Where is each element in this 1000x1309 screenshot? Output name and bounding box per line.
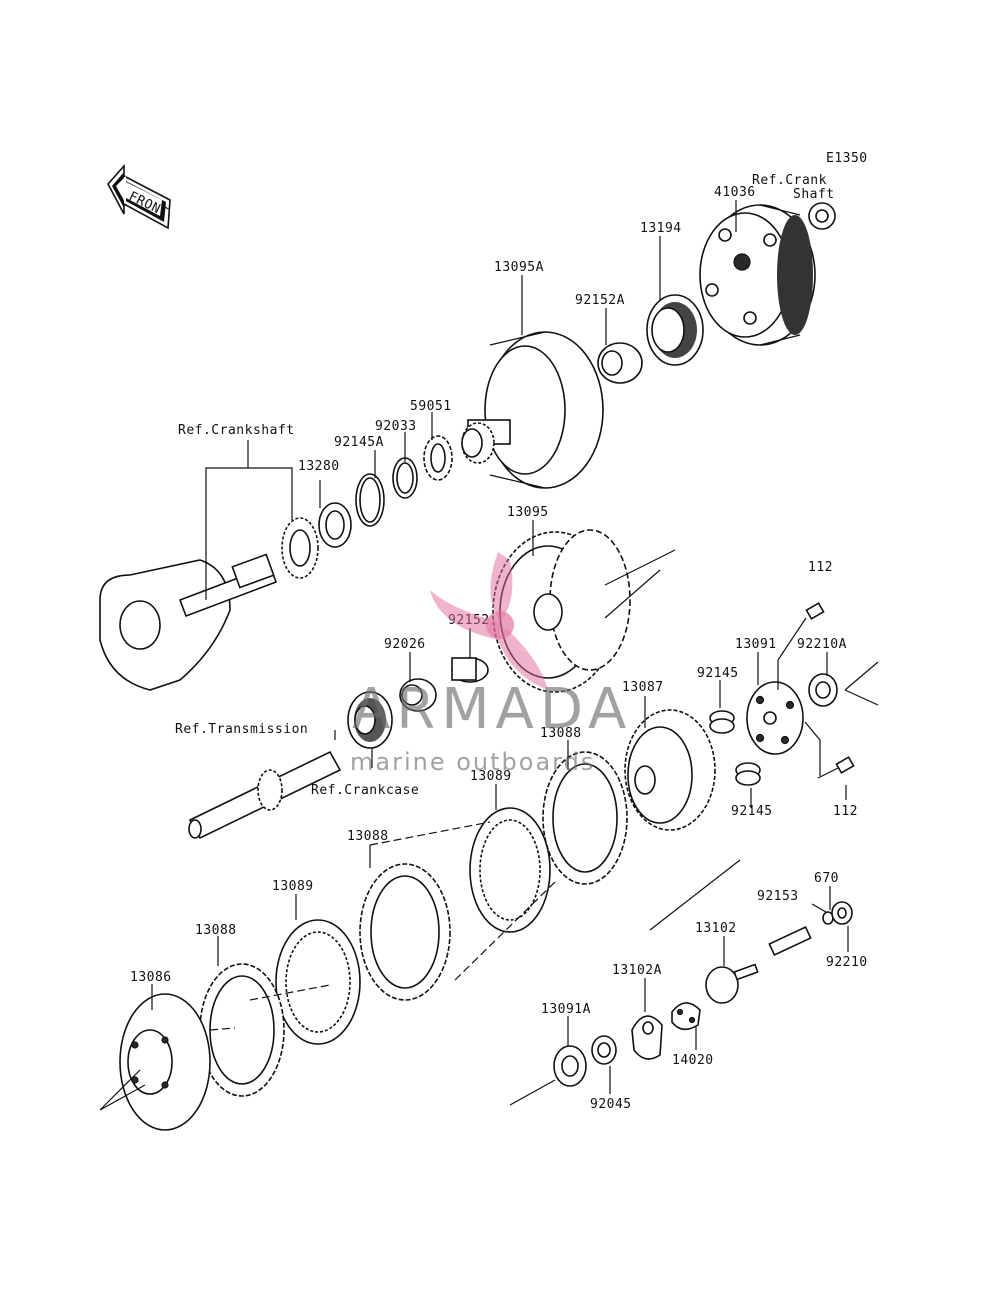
hub-guide <box>604 549 676 619</box>
label-13095: 13095 <box>507 505 549 520</box>
propeller-logo-icon <box>430 552 548 690</box>
base-guides <box>99 1069 146 1111</box>
part-92145a <box>392 457 418 499</box>
snap-ring <box>355 473 385 527</box>
label-ref-crank-shaft-1: Ref.Crank <box>752 173 827 188</box>
leader-lines <box>151 200 849 1094</box>
label-41036: 41036 <box>714 185 756 200</box>
part-13194 <box>646 294 704 366</box>
spring-top <box>709 710 735 734</box>
label-13091: 13091 <box>735 637 777 652</box>
part-59051 <box>461 422 495 464</box>
label-92033: 92033 <box>375 419 417 434</box>
label-13091a: 13091A <box>541 1002 591 1017</box>
label-ref-crankshaft: Ref.Crankshaft <box>178 423 295 438</box>
part-13089-a <box>469 807 551 933</box>
label-13089-b: 13089 <box>272 879 314 894</box>
part-13102 <box>705 963 759 1004</box>
label-92145-top: 92145 <box>697 666 739 681</box>
label-92145-bottom: 92145 <box>731 804 773 819</box>
label-ref-crankcase: Ref.Crankcase <box>311 783 419 798</box>
part-13095 <box>492 529 631 693</box>
part-13091a <box>553 1045 587 1087</box>
label-14020: 14020 <box>672 1053 714 1068</box>
crankshaft <box>99 553 278 691</box>
part-92033 <box>423 435 453 481</box>
crankshaft-ref-bracket <box>205 440 293 600</box>
part-92210a <box>808 673 838 707</box>
label-13088-b: 13088 <box>347 829 389 844</box>
label-13102a: 13102A <box>612 963 662 978</box>
part-14020 <box>671 1002 701 1031</box>
label-92210a: 92210A <box>797 637 847 652</box>
label-92210: 92210 <box>826 955 868 970</box>
part-13280 <box>318 502 352 548</box>
part-13089-b <box>275 919 361 1045</box>
label-13102: 13102 <box>695 921 737 936</box>
label-92045: 92045 <box>590 1097 632 1112</box>
label-ref-transmission: Ref.Transmission <box>175 722 308 737</box>
label-112-bottom: 112 <box>833 804 858 819</box>
part-13102a <box>631 1015 663 1060</box>
diagram-code: E1350 <box>826 151 868 166</box>
part-13087 <box>624 709 716 831</box>
label-13089-a: 13089 <box>470 769 512 784</box>
crank-nut <box>808 202 836 230</box>
spring-bottom <box>735 762 761 786</box>
label-13194: 13194 <box>640 221 682 236</box>
label-13095a: 13095A <box>494 260 544 275</box>
part-13086 <box>119 993 211 1131</box>
part-92026 <box>399 678 437 712</box>
part-92152a <box>597 342 643 384</box>
plate-guides <box>209 821 556 1031</box>
part-labels: 41036 Ref.Crank Shaft 13194 92152A 13095… <box>130 173 868 1112</box>
part-92152 <box>451 657 489 683</box>
front-arrow-icon: FRONT <box>107 163 171 230</box>
label-13088-c: 13088 <box>195 923 237 938</box>
label-13280: 13280 <box>298 459 340 474</box>
part-13088-a <box>542 751 628 885</box>
bolt-112-bottom <box>817 756 855 779</box>
crankcase-bearing <box>347 691 393 749</box>
watermark: ARMADA marine outboards <box>350 552 632 776</box>
part-92045 <box>591 1035 617 1065</box>
label-13087: 13087 <box>622 680 664 695</box>
watermark-tagline: marine outboards <box>350 748 595 776</box>
part-13088-b <box>359 863 451 1001</box>
label-112-top: 112 <box>808 560 833 575</box>
label-92026: 92026 <box>384 637 426 652</box>
watermark-brand: ARMADA <box>352 677 632 742</box>
label-59051: 59051 <box>410 399 452 414</box>
release-guides <box>509 859 741 1106</box>
part-92210 <box>831 901 853 925</box>
bolt-112-top <box>777 602 825 661</box>
transmission-shaft <box>188 750 342 840</box>
part-92153 <box>768 926 812 956</box>
label-ref-crank-shaft-2: Shaft <box>793 187 835 202</box>
part-41036 <box>699 204 816 346</box>
label-92152a: 92152A <box>575 293 625 308</box>
label-92145a: 92145A <box>334 435 384 450</box>
part-13095a <box>467 331 604 489</box>
part-13091 <box>746 681 804 755</box>
crank-gear <box>281 517 319 579</box>
label-92153: 92153 <box>757 889 799 904</box>
label-13086: 13086 <box>130 970 172 985</box>
cover-guides <box>777 660 879 776</box>
label-670: 670 <box>814 871 839 886</box>
label-13088-a: 13088 <box>540 726 582 741</box>
